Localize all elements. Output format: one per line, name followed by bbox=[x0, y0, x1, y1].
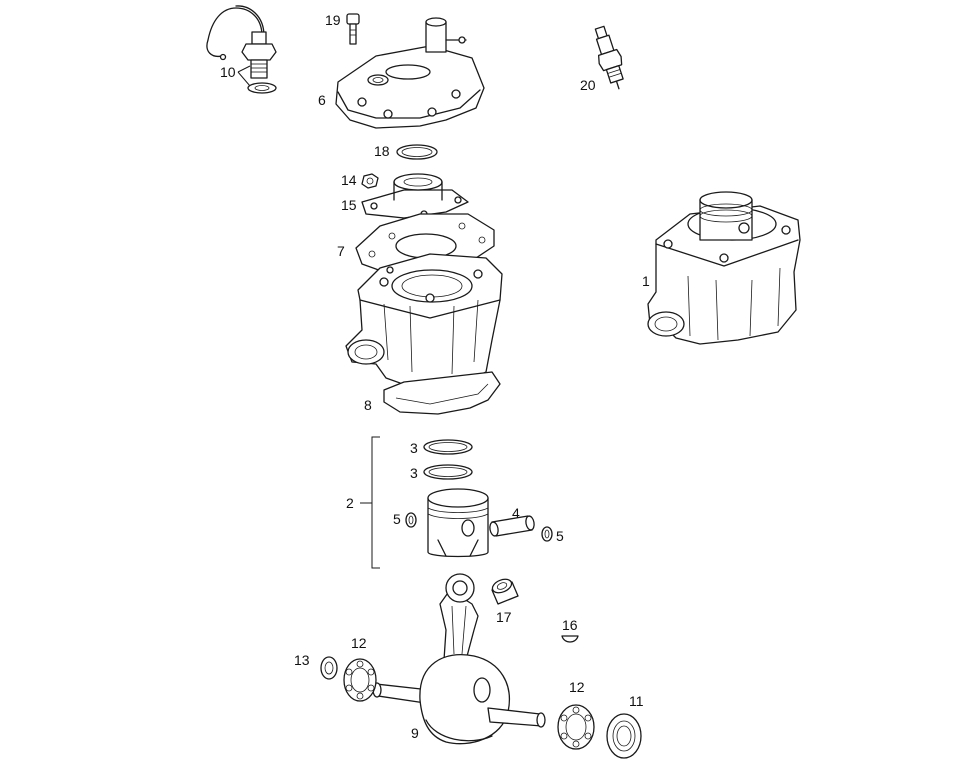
callout-5: 5 bbox=[393, 511, 401, 527]
part-oil-seal bbox=[606, 713, 642, 759]
part-nut bbox=[361, 173, 379, 189]
callout-8: 8 bbox=[364, 397, 372, 413]
callout-5: 5 bbox=[556, 528, 564, 544]
part-crankshaft bbox=[372, 573, 546, 745]
part-piston bbox=[427, 488, 489, 558]
group-bracket bbox=[360, 436, 380, 569]
callout-12: 12 bbox=[569, 679, 585, 695]
callout-2: 2 bbox=[346, 495, 354, 511]
part-ball-bearing bbox=[343, 658, 377, 702]
part-piston-ring bbox=[423, 464, 473, 480]
part-key bbox=[561, 635, 579, 643]
part-temperature-sensor bbox=[206, 5, 277, 94]
part-circlip bbox=[541, 526, 553, 542]
callout-3: 3 bbox=[410, 440, 418, 456]
callout-16: 16 bbox=[562, 617, 578, 633]
part-cylinder-assembly bbox=[647, 191, 801, 345]
part-piston-ring bbox=[423, 439, 473, 455]
part-ball-bearing bbox=[557, 704, 595, 750]
part-o-ring bbox=[396, 144, 438, 160]
callout-17: 17 bbox=[496, 609, 512, 625]
callout-20: 20 bbox=[580, 77, 596, 93]
callout-19: 19 bbox=[325, 12, 341, 28]
part-bolt bbox=[346, 13, 360, 45]
part-spark-plug bbox=[594, 25, 624, 90]
callout-3: 3 bbox=[410, 465, 418, 481]
callout-11: 11 bbox=[629, 693, 644, 709]
callout-14: 14 bbox=[341, 172, 357, 188]
callout-18: 18 bbox=[374, 143, 390, 159]
callout-6: 6 bbox=[318, 92, 326, 108]
leader-line bbox=[237, 65, 251, 87]
part-cylinder-head bbox=[335, 17, 485, 129]
callout-9: 9 bbox=[411, 725, 419, 741]
callout-4: 4 bbox=[512, 505, 520, 521]
callout-1: 1 bbox=[642, 273, 650, 289]
part-flange bbox=[361, 173, 469, 219]
callout-15: 15 bbox=[341, 197, 357, 213]
callout-7: 7 bbox=[337, 243, 345, 259]
callout-12: 12 bbox=[351, 635, 367, 651]
part-oil-seal bbox=[320, 656, 338, 680]
callout-10: 10 bbox=[220, 64, 236, 80]
part-piston-pin bbox=[489, 515, 535, 537]
part-needle-bearing bbox=[491, 578, 519, 605]
part-circlip bbox=[405, 512, 417, 528]
part-cylinder bbox=[345, 253, 503, 415]
callout-13: 13 bbox=[294, 652, 310, 668]
